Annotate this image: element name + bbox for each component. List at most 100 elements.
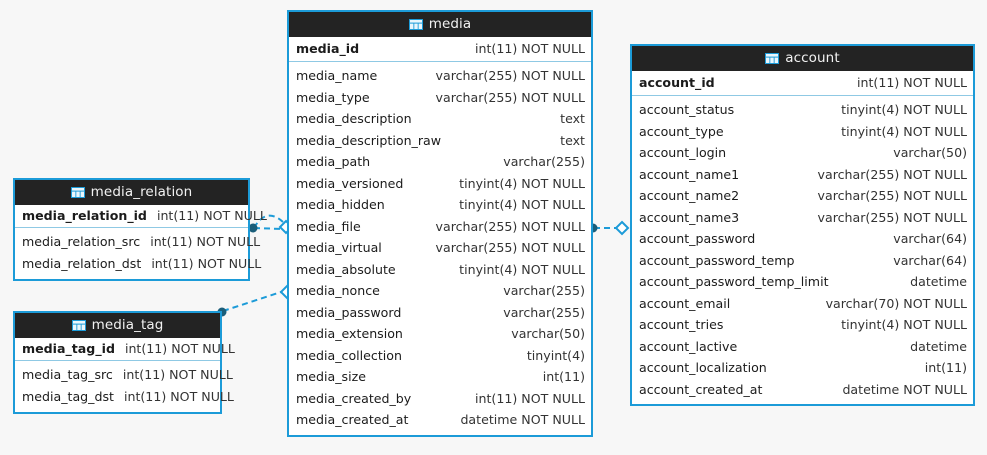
- column-name: media_created_at: [296, 412, 409, 427]
- column-name: account_password: [639, 231, 756, 246]
- column-row: account_email varchar(70) NOT NULL: [632, 293, 973, 315]
- column-name: account_name3: [639, 209, 740, 225]
- column-type: int(11) NOT NULL: [475, 41, 585, 56]
- column-row: account_name3 varchar(255) NOT NULL: [632, 207, 973, 229]
- column-type: int(11): [924, 360, 967, 375]
- column-name: account_created_at: [639, 381, 763, 397]
- column-type: tinyint(4) NOT NULL: [459, 197, 585, 212]
- column-type: varchar(255) NOT NULL: [817, 209, 967, 225]
- entity-media[interactable]: media media_id int(11) NOT NULL media_na…: [287, 10, 593, 437]
- column-type: varchar(255) NOT NULL: [435, 240, 585, 255]
- column-name: account_password_temp: [639, 252, 795, 268]
- column-type: varchar(255): [503, 154, 585, 169]
- column-name: media_collection: [296, 347, 402, 363]
- relationship-media-account: [588, 220, 630, 236]
- table-icon: [765, 53, 780, 64]
- entity-header-account: account: [632, 46, 973, 71]
- column-type: datetime NOT NULL: [460, 412, 585, 427]
- column-type: tinyint(4) NOT NULL: [841, 123, 967, 139]
- column-type: int(11) NOT NULL: [475, 390, 585, 406]
- column-list: media_relation_src int(11) NOT NULL media…: [15, 228, 261, 279]
- column-name: media_relation_dst: [22, 256, 142, 271]
- column-name: account_tries: [639, 317, 724, 332]
- column-name: media_tag_id: [22, 341, 115, 356]
- column-name: media_created_by: [296, 390, 412, 406]
- entity-title: media_tag: [91, 316, 164, 333]
- column-name: account_status: [639, 102, 735, 117]
- column-name: media_relation_src: [22, 234, 141, 249]
- column-name: account_id: [639, 75, 715, 90]
- column-row: account_type tinyint(4) NOT NULL: [632, 121, 973, 143]
- column-name: account_email: [639, 295, 731, 311]
- column-type: int(11) NOT NULL: [150, 234, 261, 249]
- column-type: varchar(50): [893, 145, 967, 160]
- column-type: tinyint(4) NOT NULL: [841, 102, 967, 117]
- column-type: varchar(70) NOT NULL: [825, 295, 967, 311]
- entity-header-media-tag: media_tag: [15, 313, 220, 338]
- column-row: account_login varchar(50): [632, 142, 973, 164]
- primary-key-row: media_id int(11) NOT NULL: [289, 37, 591, 62]
- column-type: varchar(255) NOT NULL: [435, 218, 585, 234]
- table-icon: [408, 19, 423, 30]
- table-icon: [71, 320, 86, 331]
- column-name: media_tag_dst: [22, 389, 114, 404]
- relationship-endpoint-diamond: [614, 220, 630, 236]
- column-name: account_password_temp_limit: [639, 274, 829, 289]
- column-type: int(11) NOT NULL: [151, 256, 262, 271]
- entity-header-media: media: [289, 12, 591, 37]
- column-type: varchar(255) NOT NULL: [817, 188, 967, 203]
- column-row: media_relation_dst int(11) NOT NULL: [15, 253, 261, 275]
- column-type: int(11) NOT NULL: [123, 389, 234, 404]
- entity-title: media_relation: [90, 183, 193, 200]
- column-type: tinyint(4) NOT NULL: [459, 175, 585, 191]
- primary-key-row: media_relation_id int(11) NOT NULL: [15, 205, 267, 228]
- column-name: media_file: [296, 218, 361, 234]
- column-type: varchar(64): [893, 231, 967, 246]
- column-name: account_login: [639, 145, 727, 160]
- entity-media-tag[interactable]: media_tag media_tag_id int(11) NOT NULL …: [13, 311, 235, 414]
- column-row: media_created_by int(11) NOT NULL: [289, 388, 591, 410]
- column-name: account_lactive: [639, 338, 738, 354]
- column-type: text: [560, 132, 585, 148]
- column-name: account_name1: [639, 166, 740, 182]
- column-row: media_file varchar(255) NOT NULL: [289, 216, 591, 238]
- column-row: media_tag_dst int(11) NOT NULL: [15, 386, 234, 408]
- column-row: account_name2 varchar(255) NOT NULL: [632, 185, 973, 207]
- primary-key-row: media_tag_id int(11) NOT NULL: [15, 338, 235, 361]
- column-name: media_extension: [296, 326, 403, 341]
- column-name: account_type: [639, 123, 724, 139]
- column-name: account_name2: [639, 188, 740, 203]
- column-type: int(11) NOT NULL: [156, 208, 267, 223]
- column-type: int(11) NOT NULL: [857, 75, 967, 90]
- column-name: account_localization: [639, 360, 767, 375]
- column-name: media_id: [296, 41, 360, 56]
- column-row: account_password_temp varchar(64): [632, 250, 973, 272]
- relationship-line: [222, 291, 282, 312]
- column-type: int(11) NOT NULL: [122, 367, 233, 382]
- relationship-line: [253, 227, 284, 230]
- column-type: tinyint(4): [526, 347, 585, 363]
- column-name: media_description: [296, 111, 412, 126]
- column-name: media_path: [296, 154, 371, 169]
- column-row: media_collection tinyint(4): [289, 345, 591, 367]
- entity-account[interactable]: account account_id int(11) NOT NULL acco…: [630, 44, 975, 406]
- column-type: varchar(255) NOT NULL: [435, 68, 585, 83]
- column-type: varchar(255): [503, 283, 585, 298]
- column-name: media_absolute: [296, 261, 396, 277]
- entity-media-relation[interactable]: media_relation media_relation_id int(11)…: [13, 178, 267, 281]
- column-type: varchar(64): [893, 252, 967, 268]
